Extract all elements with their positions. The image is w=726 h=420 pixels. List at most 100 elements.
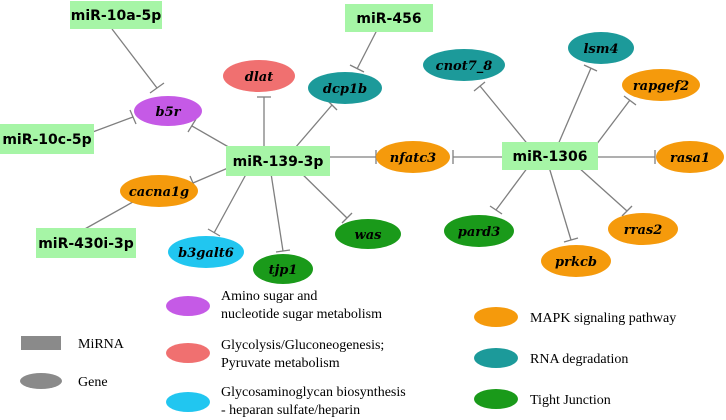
gene-ellipse <box>541 245 611 277</box>
edge-mir456-dcp1b-bar <box>349 64 365 73</box>
gene-ellipse <box>253 254 313 284</box>
gene-node-b3galt6: b3galt6 <box>168 236 244 268</box>
gene-ellipse <box>335 219 401 249</box>
mirna-label: miR-456 <box>356 11 421 27</box>
edge-mir1393p-b5r <box>191 125 233 150</box>
edge-mir430i3p-cacna1g <box>82 197 141 231</box>
gene-node-b5r: b5r <box>134 96 202 126</box>
edge-mir10c5p-b5r <box>89 116 134 134</box>
mirna-label: miR-1306 <box>513 149 588 165</box>
gene-label: dcp1b <box>323 82 367 97</box>
gene-node-dcp1b: dcp1b <box>308 72 382 104</box>
gene-node-lsm4: lsm4 <box>568 32 634 64</box>
mirna-node-mir1393p: miR-139-3p <box>226 146 330 176</box>
gene-label: prkcb <box>555 255 597 270</box>
gene-node-rasa1: rasa1 <box>656 141 724 173</box>
edge-mir1306-pard3 <box>495 166 529 211</box>
gene-node-prkcb: prkcb <box>541 245 611 277</box>
gene-ellipse <box>423 49 505 81</box>
mirna-nodes: miR-10a-5p miR-456 miR-10c-5p miR-139-3p… <box>0 1 598 258</box>
legend-mapk-label: MAPK signaling pathway <box>530 311 676 326</box>
mirna-box <box>0 124 94 154</box>
edge-mir456-dcp1b <box>356 29 378 70</box>
legend-rna-degradation-label: RNA degradation <box>530 352 628 367</box>
legend-tight-junction-label: Tight Junction <box>530 393 611 408</box>
mirna-node-mir10a5p: miR-10a-5p <box>70 1 162 29</box>
edge-mir10c5p-b5r-bar <box>129 109 137 125</box>
edge-mir1393p-cacna1g <box>192 167 229 184</box>
edge-mir1306-cnot7-8 <box>479 85 531 148</box>
gene-node-rras2: rras2 <box>608 213 678 245</box>
edge-mir1306-rras2 <box>577 166 628 212</box>
edge-mir1393p-tjp1 <box>269 166 284 252</box>
gene-label: rapgef2 <box>633 79 689 94</box>
edge-mir1306-rras2-bar <box>621 205 633 217</box>
gene-ellipse <box>134 96 202 126</box>
edge-mir1393p-b3galt6-bar <box>207 228 221 237</box>
legend-glycolysis-label-1: Glycolysis/Gluconeogenesis; <box>221 338 384 353</box>
gene-node-was: was <box>335 219 401 249</box>
gene-label: nfatc3 <box>390 151 436 166</box>
gene-label: rras2 <box>624 223 663 238</box>
edge-mir1306-cnot7-8-bar <box>473 81 486 92</box>
legend: MiRNA Gene Amino sugar and nucleotide su… <box>20 289 676 418</box>
gene-label: b5r <box>156 105 182 120</box>
legend-mirna-label: MiRNA <box>78 337 125 352</box>
legend-gene-swatch <box>20 373 62 389</box>
gene-label: dlat <box>245 70 273 85</box>
mirna-box <box>226 146 330 176</box>
legend-mapk-swatch <box>474 307 518 327</box>
edge-mir1306-prkcb-bar <box>563 237 579 243</box>
edge-mir1393p-tjp1-bar <box>275 249 291 253</box>
edge-mir1393p-was-bar <box>341 212 353 224</box>
legend-tight-junction-swatch <box>474 389 518 409</box>
legend-gag-label-1: Glycosaminoglycan biosynthesis <box>221 385 406 400</box>
legend-mirna-swatch <box>21 336 61 350</box>
edge-mir1306-rapgef2 <box>592 99 631 150</box>
legend-gag-label-2: - heparan sulfate/heparin <box>221 403 360 418</box>
gene-node-tjp1: tjp1 <box>253 254 313 284</box>
edge-mir1306-lsm4-bar <box>583 64 598 72</box>
gene-ellipse <box>444 215 514 247</box>
mirna-node-mir1306: miR-1306 <box>502 142 598 170</box>
gene-ellipse <box>223 60 295 92</box>
gene-ellipse <box>168 236 244 268</box>
gene-label: pard3 <box>458 225 501 240</box>
legend-gene-label: Gene <box>78 375 108 390</box>
gene-label: cnot7_8 <box>436 59 493 74</box>
mirna-label: miR-10c-5p <box>2 132 91 148</box>
edge-mir10a5p-b5r <box>111 28 158 89</box>
mirna-label: miR-139-3p <box>233 154 324 170</box>
edge-mir1393p-dcp1b <box>294 104 333 149</box>
edge-mir1306-lsm4 <box>556 67 592 148</box>
edges <box>82 28 656 253</box>
gene-label: lsm4 <box>583 42 618 57</box>
mirna-box <box>345 4 433 32</box>
gene-label: b3galt6 <box>178 246 234 261</box>
gene-label: was <box>355 228 383 243</box>
gene-ellipse <box>622 69 700 101</box>
mirna-box <box>70 1 162 29</box>
gene-ellipse <box>568 32 634 64</box>
gene-ellipse <box>656 141 724 173</box>
gene-nodes: b5r dlat dcp1b cacna1g nfatc3 b3galt6 tj… <box>120 32 724 284</box>
legend-rna-degradation-swatch <box>474 348 518 368</box>
gene-node-rapgef2: rapgef2 <box>622 69 700 101</box>
gene-node-cnot7-8: cnot7_8 <box>423 49 505 81</box>
legend-gag-swatch <box>166 392 210 412</box>
gene-node-dlat: dlat <box>223 60 295 92</box>
gene-ellipse <box>376 141 450 173</box>
gene-label: tjp1 <box>269 263 298 278</box>
mirna-label: miR-10a-5p <box>71 8 161 24</box>
gene-label: rasa1 <box>670 151 710 166</box>
edge-mir1393p-b3galt6 <box>213 166 251 234</box>
mirna-box <box>502 142 598 170</box>
gene-node-cacna1g: cacna1g <box>120 175 198 207</box>
mirna-box <box>36 228 136 258</box>
gene-ellipse <box>608 213 678 245</box>
mirna-label: miR-430i-3p <box>38 236 134 252</box>
edge-mir10a5p-b5r-bar <box>149 82 165 94</box>
gene-node-nfatc3: nfatc3 <box>376 141 450 173</box>
